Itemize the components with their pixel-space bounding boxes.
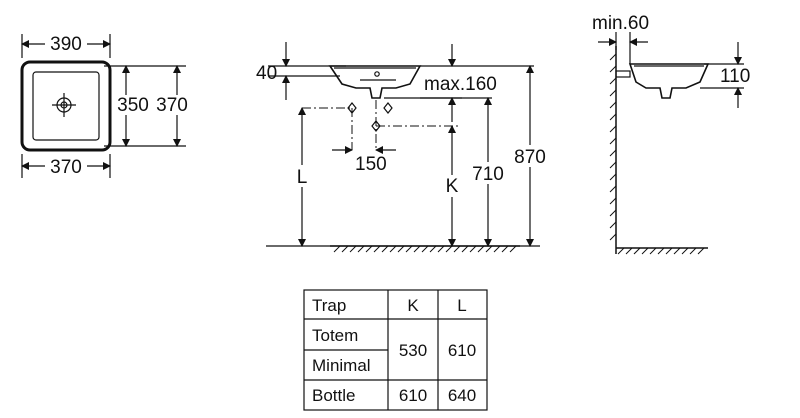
- dim-height-870: 870: [514, 147, 546, 168]
- top-view: 390 370 350 370: [20, 32, 195, 178]
- basin-section: [328, 65, 422, 99]
- bowl-outline: [32, 71, 100, 141]
- dim-max-160: max.160: [424, 74, 497, 95]
- wall-hatching: [609, 53, 617, 241]
- table-row-bottle-name: Bottle: [312, 386, 355, 405]
- table-cell-totem-minimal-l: 610: [448, 341, 476, 360]
- drain-symbol: [52, 93, 76, 117]
- table-header-l: L: [457, 296, 466, 315]
- table-cell-bottle-l: 640: [448, 386, 476, 405]
- floor-hatching: [330, 245, 520, 253]
- side-basin-section: [628, 63, 710, 99]
- front-view: 40 max.160 150 L K 710: [256, 42, 551, 253]
- table-row-totem-name: Totem: [312, 326, 358, 345]
- side-floor-hatching: [617, 247, 705, 255]
- dim-height-710: 710: [472, 164, 504, 185]
- table-header-k: K: [407, 296, 419, 315]
- overflow-hole: [374, 71, 380, 77]
- dim-offset-150: 150: [355, 154, 387, 175]
- table-cell-totem-minimal-k: 530: [399, 341, 427, 360]
- dim-bowl-depth: 350: [117, 95, 149, 116]
- dim-basin-height-110: 110: [720, 66, 750, 87]
- dim-min-60: min.60: [592, 13, 649, 34]
- dim-rim-height: 40: [256, 63, 277, 84]
- trap-centre-marks: [347, 102, 393, 132]
- dim-bowl-width: 370: [50, 157, 82, 178]
- trap-table: Trap K L Totem Minimal 530 610 Bottle 61…: [303, 289, 488, 411]
- table-row-minimal-name: Minimal: [312, 356, 371, 375]
- dim-label-L: L: [297, 167, 308, 188]
- wall-gap: [615, 70, 631, 78]
- table-cell-bottle-k: 610: [399, 386, 427, 405]
- dim-overall-width: 390: [50, 34, 82, 55]
- table-header-trap: Trap: [312, 296, 346, 315]
- dim-label-K: K: [446, 176, 459, 197]
- dim-overall-depth: 370: [156, 95, 188, 116]
- side-view: min.60 110: [592, 13, 750, 255]
- basin-outline: [20, 60, 112, 152]
